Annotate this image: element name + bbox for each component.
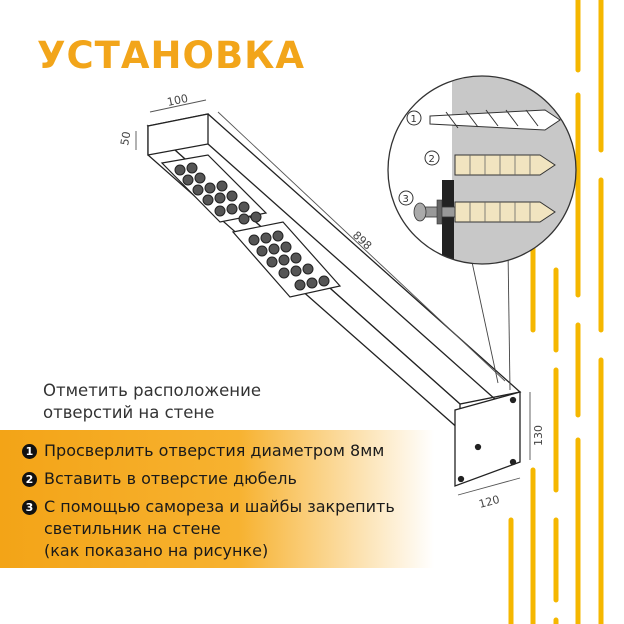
led-module-1	[160, 154, 268, 225]
led-module-2	[231, 221, 342, 298]
detail-label-1: 1	[411, 114, 417, 125]
dowel	[454, 154, 556, 176]
installation-detail: 1 2 3	[387, 75, 577, 265]
dim-depth: 50	[118, 130, 133, 146]
intro-text: Отметить расположение отверстий на стене	[43, 380, 261, 424]
step-2: 2 Вставить в отверстие дюбель	[22, 468, 297, 490]
page-title: УСТАНОВКА	[37, 34, 306, 77]
detail-label-2: 2	[429, 154, 435, 165]
drill-bit	[429, 109, 561, 131]
screw-assembly	[413, 199, 556, 225]
steps-panel: 1 Просверлить отверстия диаметром 8мм 2 Вс…	[0, 430, 434, 568]
intro-line-2: отверстий на стене	[43, 403, 215, 422]
wall-plate-section	[442, 180, 454, 260]
step-1-text: Просверлить отверстия диаметром 8мм	[44, 441, 385, 460]
dimension-lines	[135, 99, 531, 496]
detail-label-3: 3	[403, 194, 409, 205]
step-3: 3 С помощью самореза и шайбы закрепить	[22, 496, 395, 518]
step-3-cont-1: светильник на стене	[44, 519, 221, 538]
step-3-badge: 3	[22, 500, 37, 515]
step-1-badge: 1	[22, 444, 37, 459]
callout-leader	[471, 261, 499, 384]
dim-plate-height: 130	[532, 425, 545, 446]
intro-line-1: Отметить расположение	[43, 381, 261, 400]
step-3-cont-2: (как показано на рисунке)	[44, 541, 269, 560]
step-1: 1 Просверлить отверстия диаметром 8мм	[22, 440, 384, 462]
dim-width: 100	[166, 92, 189, 109]
dim-plate-width: 120	[477, 493, 501, 511]
callout-leader-2	[507, 249, 511, 391]
step-2-badge: 2	[22, 472, 37, 487]
step-3-text: С помощью самореза и шайбы закрепить	[44, 497, 395, 516]
step-2-text: Вставить в отверстие дюбель	[44, 469, 297, 488]
